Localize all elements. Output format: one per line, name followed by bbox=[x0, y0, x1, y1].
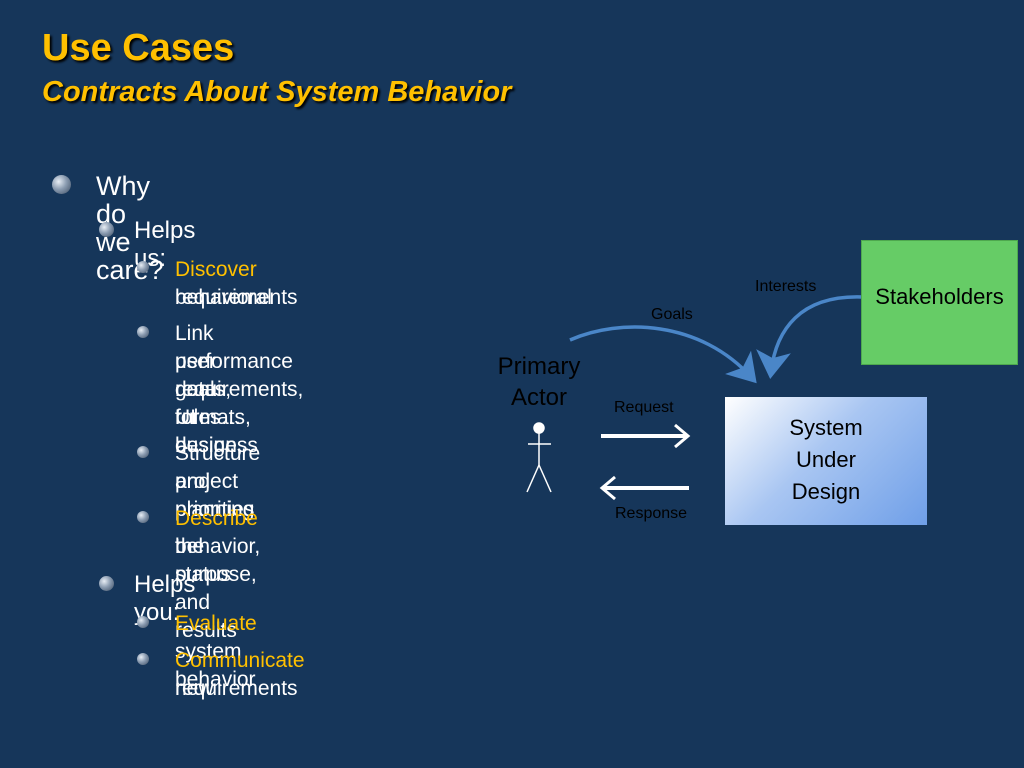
response-arrow bbox=[599, 475, 689, 501]
highlight-communicate: Communicate bbox=[175, 649, 305, 672]
bullet-link-2: performance requirements, bbox=[175, 350, 304, 401]
describe-text: the purpose, bbox=[175, 535, 257, 586]
bullet-describe: Describe the purpose, bbox=[175, 505, 258, 589]
system-under-design-box: System Under Design bbox=[725, 397, 927, 525]
communicate-text: new bbox=[175, 677, 214, 700]
interests-arrow bbox=[756, 295, 863, 379]
goals-arrow bbox=[569, 325, 757, 384]
bullet-link-3: data formats, business bbox=[175, 378, 258, 457]
bullet-communicate: Communicate new bbox=[175, 647, 305, 703]
highlight-describe: Describe bbox=[175, 507, 258, 530]
system-label-1: System bbox=[789, 415, 863, 440]
bullet-evaluate: Evaluate system behavior bbox=[175, 610, 257, 694]
bullet-dot-icon bbox=[137, 261, 149, 273]
bullet-dot-icon bbox=[137, 616, 149, 628]
primary-actor-label: Primary Actor bbox=[494, 351, 584, 413]
bullet-dot-icon bbox=[137, 446, 149, 458]
system-label-3: Design bbox=[791, 479, 861, 504]
response-label: Response bbox=[615, 505, 688, 522]
bullet-dot-icon bbox=[137, 653, 149, 665]
bullet-discover: Discover behavioral bbox=[175, 256, 272, 312]
bullet-dot-icon bbox=[99, 576, 114, 591]
slide-subtitle: Contracts About System Behavior bbox=[42, 76, 512, 108]
slide-title: Use Cases bbox=[42, 27, 235, 69]
bullet-discover-cont: requirements bbox=[175, 286, 298, 309]
discover-text: behavioral bbox=[175, 286, 272, 309]
evaluate-text: system behavior bbox=[175, 640, 256, 691]
bullet-helps-us: Helps us: bbox=[134, 217, 196, 272]
bullet-structure-1: Structure project planning bbox=[175, 442, 261, 521]
bullet-communicate-cont: requirements bbox=[175, 677, 298, 700]
bullet-structure-2: and priorities bbox=[175, 470, 255, 521]
bullet-link-1: Link user goals, UI design, bbox=[175, 322, 243, 457]
stakeholders-label: Stakeholders bbox=[875, 284, 1004, 309]
bullet-dot-icon bbox=[137, 326, 149, 338]
system-label-2: Under bbox=[796, 447, 856, 472]
request-label: Request bbox=[614, 399, 674, 416]
actor-stick-figure-icon bbox=[526, 422, 552, 493]
bullet-dot-icon bbox=[99, 222, 114, 237]
goals-label: Goals bbox=[651, 306, 693, 323]
actor-label-2: Actor bbox=[510, 384, 567, 411]
bullet-dot-icon bbox=[137, 511, 149, 523]
highlight-discover: Discover bbox=[175, 258, 257, 281]
bullet-link-4: rules… bbox=[175, 406, 242, 429]
bullet-describe-cont: behavior, status and results bbox=[175, 535, 261, 642]
highlight-evaluate: Evaluate bbox=[175, 612, 257, 635]
interests-label: Interests bbox=[755, 278, 817, 295]
bullet-dot-icon bbox=[52, 175, 71, 194]
actor-label-1: Primary bbox=[497, 353, 581, 380]
request-arrow bbox=[601, 423, 691, 449]
stakeholders-box: Stakeholders bbox=[861, 240, 1018, 365]
